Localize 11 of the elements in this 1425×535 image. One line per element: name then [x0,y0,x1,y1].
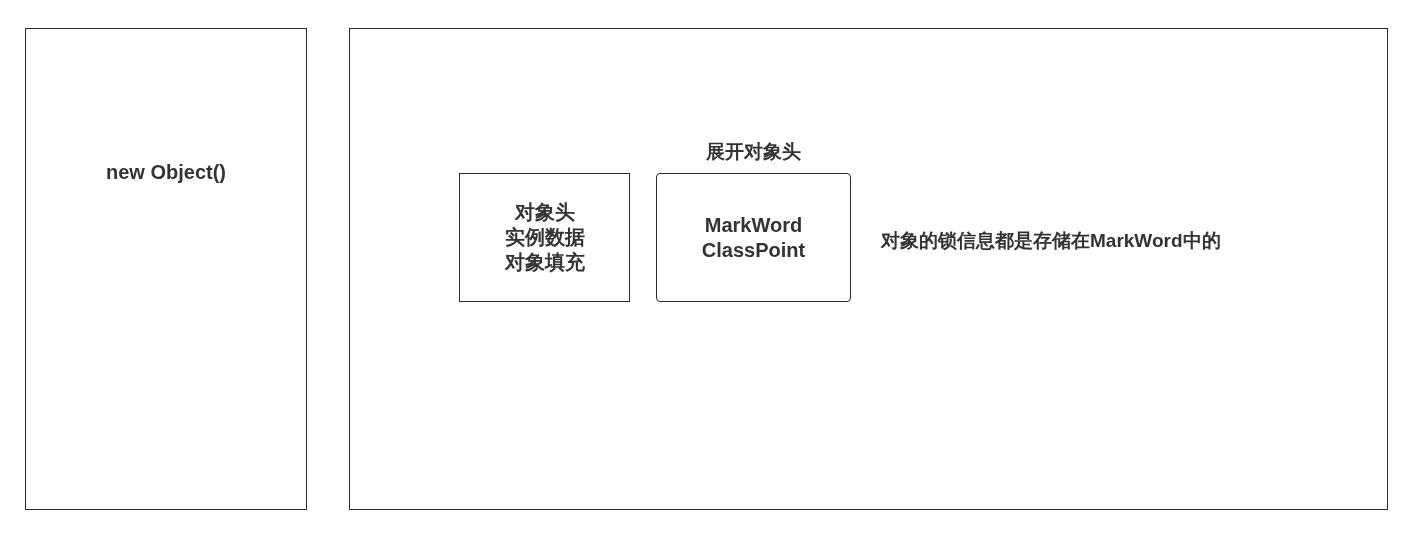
container-box [349,28,1388,510]
box-text: 对象头 [514,200,575,225]
object-box [25,28,307,510]
box-text: ClassPoint [701,237,806,263]
box-text: 对象填充 [504,250,585,275]
box-text: MarkWord [704,212,803,238]
box-text: new Object() [106,160,226,185]
box-text: 实例数据 [504,225,585,250]
box-heading: 展开对象头 [706,140,801,164]
list-box [459,173,630,302]
note-text: 对象的锁信息都是存储在MarkWord中的 [881,229,1221,253]
